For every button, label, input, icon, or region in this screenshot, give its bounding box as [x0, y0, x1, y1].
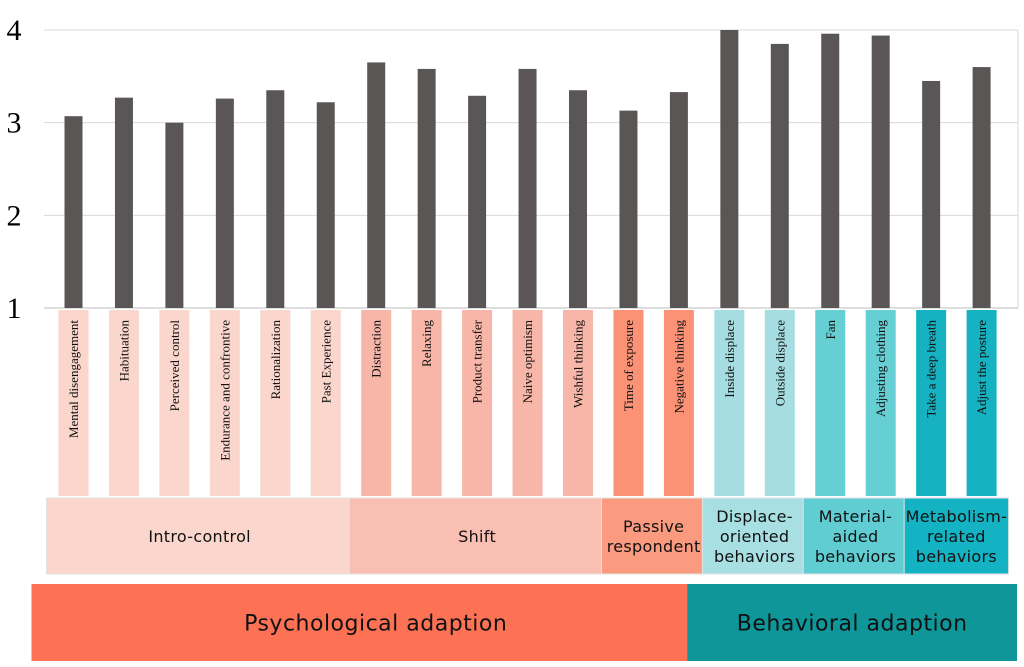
category-strip [764, 310, 795, 496]
category-strip [411, 310, 442, 496]
group-box [46, 497, 354, 575]
category-label: Inside displace [722, 320, 737, 398]
group-label: aided [833, 527, 879, 546]
category-strip [613, 310, 644, 496]
category-label: Relaxing [419, 320, 434, 367]
category-strip [966, 310, 997, 496]
category-label: Adjust the posture [974, 320, 989, 416]
group-label: Displace- [716, 507, 793, 526]
supergroup-box [31, 584, 720, 661]
category-label: Fan [823, 320, 838, 340]
category-strip [159, 310, 190, 496]
bar [770, 43, 789, 309]
group-label: Material- [819, 507, 892, 526]
group-box [802, 497, 909, 575]
group-box [701, 497, 808, 575]
bar [720, 30, 739, 308]
category-strip [108, 310, 139, 496]
bar [417, 68, 436, 308]
group-label: Shift [458, 527, 496, 546]
category-strip [865, 310, 896, 496]
category-label: Adjusting clothing [873, 320, 888, 418]
bar [669, 92, 688, 308]
group-label: oriented [720, 527, 789, 546]
category-label: Endurance and confrontive [217, 320, 232, 461]
bar [165, 122, 184, 309]
group-label: Intro-control [148, 527, 251, 546]
category-strip [58, 310, 89, 496]
category-label: Time of exposure [621, 320, 636, 411]
category-strip [714, 310, 745, 496]
category-label: Mental disengagement [66, 320, 81, 438]
supergroup-label: Behavioral adaption [737, 612, 968, 637]
group-box [348, 497, 606, 575]
category-label: Perceived control [167, 320, 182, 412]
y-tick-label: 3 [7, 107, 22, 140]
category-strip [663, 310, 694, 496]
bar [922, 80, 941, 308]
category-label: Naive optimism [520, 320, 535, 403]
group-box [600, 497, 707, 575]
bar [316, 102, 335, 308]
bar [468, 95, 487, 308]
category-label: Distraction [369, 320, 384, 378]
group-label: behaviors [714, 547, 795, 566]
bar [569, 90, 587, 308]
group-label: respondent [607, 537, 701, 556]
category-strip [209, 310, 240, 496]
category-label: Habituation [116, 320, 131, 382]
group-label: Passive [623, 517, 684, 536]
category-strip [563, 310, 593, 496]
y-tick-label: 2 [7, 199, 22, 232]
group-label: behaviors [815, 547, 896, 566]
group-label: Metabolism- [906, 507, 1008, 526]
bar [972, 67, 991, 308]
bar [619, 110, 638, 309]
category-label: Outside displace [772, 320, 787, 407]
bar [266, 90, 285, 308]
category-strip [916, 310, 947, 496]
category-strip [815, 310, 846, 496]
supergroup-box [687, 584, 1017, 661]
y-tick-label: 4 [7, 14, 22, 47]
bar [518, 68, 537, 308]
group-label: behaviors [916, 547, 997, 566]
category-strip [462, 310, 493, 496]
category-label: Product transfer [470, 319, 485, 403]
category-strip [361, 310, 392, 496]
category-strip [512, 310, 543, 496]
y-tick-label: 1 [7, 292, 22, 325]
bar [215, 98, 234, 308]
bar [821, 33, 840, 308]
group-label: related [927, 527, 986, 546]
group-box [903, 497, 1010, 575]
category-strip [310, 310, 341, 496]
supergroup-label: Psychological adaption [244, 612, 507, 637]
bar [114, 97, 133, 308]
bar [871, 35, 890, 309]
category-label: Take a deep breath [924, 320, 939, 418]
category-label: Past Experience [318, 320, 333, 404]
category-strip [260, 310, 291, 496]
category-label: Rationalization [268, 320, 283, 400]
bar [64, 116, 83, 309]
bar [367, 62, 386, 308]
category-label: Negative thinking [671, 320, 686, 414]
category-label: Wishful thinking [571, 320, 586, 408]
